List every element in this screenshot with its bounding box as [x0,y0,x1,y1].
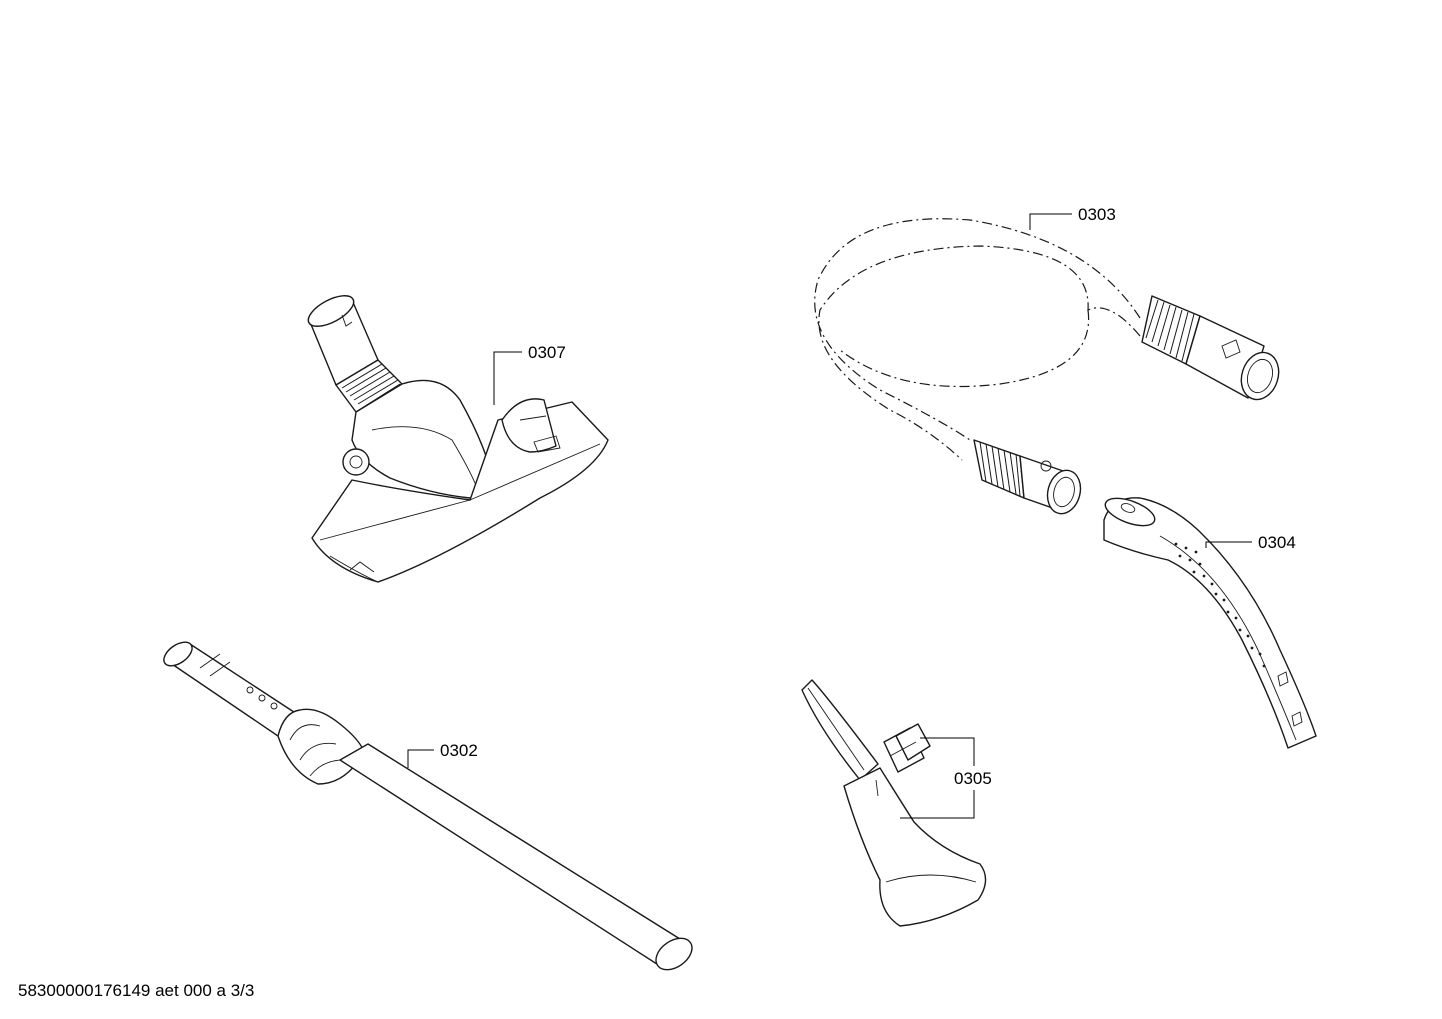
hose-drawing: 0303 [814,205,1280,515]
handle-drawing: 0304 [1103,497,1317,749]
drawing-footer-code: 58300000176149 aet 000 a 3/3 [18,981,255,1000]
label-0307: 0307 [528,343,566,362]
label-0303: 0303 [1078,205,1116,224]
grip-texture [1174,542,1266,668]
label-0304: 0304 [1258,533,1296,552]
crevice-nozzle-drawing: 0305 [801,679,992,927]
telescopic-tube-drawing: 0302 [163,641,693,971]
label-0302: 0302 [440,741,478,760]
floor-nozzle-drawing: 0307 [307,295,609,583]
label-0305: 0305 [954,769,992,788]
